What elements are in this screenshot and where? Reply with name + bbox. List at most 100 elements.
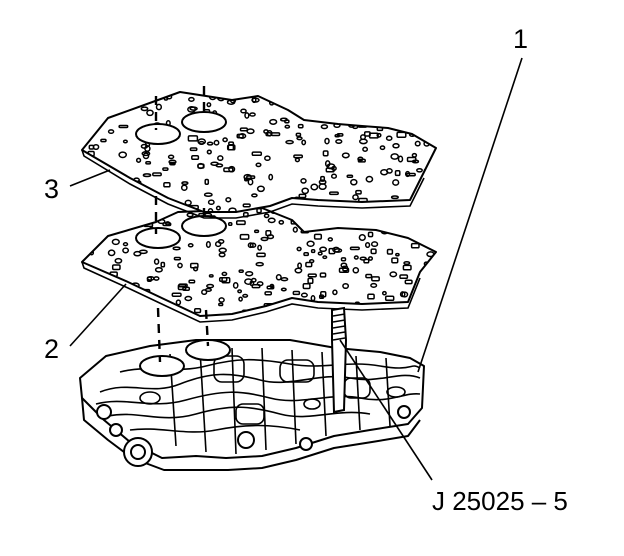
plate-hole <box>298 193 307 199</box>
plate-hole <box>210 161 219 167</box>
plate-hole <box>338 267 350 273</box>
plate-hole <box>207 199 215 206</box>
plate-hole <box>289 204 299 210</box>
lower-plate-bore-right <box>181 215 227 237</box>
plate-hole <box>324 137 330 145</box>
plate-hole <box>154 266 163 273</box>
plate-hole <box>221 277 231 284</box>
plate-hole <box>264 155 271 162</box>
lower-plate-edge <box>81 261 421 323</box>
plate-hole <box>141 151 151 157</box>
plate-hole <box>307 105 317 111</box>
plate-hole <box>370 248 377 255</box>
plate-hole <box>189 147 198 152</box>
plate-hole <box>87 243 95 248</box>
plate-hole <box>269 118 278 125</box>
plate-hole <box>169 161 176 166</box>
plate-hole <box>95 304 104 310</box>
plate-hole <box>322 255 328 260</box>
plate-hole <box>111 238 120 246</box>
plate-hole <box>260 236 269 242</box>
plate-hole <box>317 251 323 256</box>
plate-hole <box>417 290 423 294</box>
plate-hole <box>242 293 249 298</box>
plate-hole <box>145 161 152 165</box>
plate-hole <box>394 170 401 177</box>
plate-hole <box>162 167 169 171</box>
plate-hole <box>350 178 358 186</box>
plate-hole <box>406 156 417 163</box>
plate-hole <box>88 144 95 150</box>
plate-hole <box>336 95 346 103</box>
plate-hole <box>300 292 308 298</box>
plate-hole <box>242 203 251 208</box>
plate-hole <box>395 252 400 257</box>
plate-hole <box>413 102 419 109</box>
plate-hole <box>155 103 163 111</box>
plate-hole <box>270 132 281 137</box>
plate-hole <box>135 310 143 316</box>
plate-hole <box>296 99 302 106</box>
leader-line-2 <box>69 283 127 347</box>
plate-hole <box>421 196 428 203</box>
plate-hole <box>239 233 250 240</box>
plate-hole <box>341 152 350 159</box>
plate-hole <box>320 124 329 130</box>
plate-hole <box>302 282 311 290</box>
plate-hole <box>275 274 282 281</box>
plate-hole <box>292 226 298 233</box>
plate-hole <box>297 123 304 129</box>
plate-hole <box>204 287 212 293</box>
plate-hole <box>322 150 329 157</box>
plate-hole <box>256 281 264 287</box>
plate-hole <box>163 181 171 188</box>
plate-hole <box>125 208 131 212</box>
plate-hole <box>376 132 382 138</box>
plate-hole <box>414 225 420 232</box>
plate-hole <box>390 153 400 160</box>
plate-hole <box>422 124 430 130</box>
plate-hole <box>293 154 304 159</box>
plate-hole <box>263 213 270 219</box>
plate-hole <box>91 298 101 304</box>
plate-hole <box>344 219 351 225</box>
plate-hole <box>151 301 158 307</box>
plate-hole <box>228 165 236 173</box>
plate-hole <box>355 189 362 195</box>
plate-hole <box>107 129 115 135</box>
plate-hole <box>301 139 307 146</box>
plate-hole <box>417 120 426 125</box>
callout-2: 2 <box>44 334 60 364</box>
plate-hole <box>297 262 303 269</box>
plate-hole <box>301 187 310 195</box>
plate-hole <box>405 172 416 177</box>
plate-hole <box>384 295 395 302</box>
valve-body-bores <box>96 404 411 467</box>
plate-hole <box>411 118 422 123</box>
plate-hole <box>232 281 239 289</box>
plate-hole <box>417 231 426 238</box>
plate-hole <box>187 135 199 142</box>
leader-lines <box>69 57 523 481</box>
plate-hole <box>392 179 400 186</box>
plate-hole <box>238 269 244 273</box>
plate-hole <box>257 244 263 251</box>
plate-hole <box>126 294 136 300</box>
plate-hole <box>386 248 394 255</box>
plate-hole <box>92 282 98 288</box>
plate-hole <box>237 289 243 294</box>
plate-hole <box>365 175 374 183</box>
plate-hole <box>320 175 326 182</box>
plate-hole <box>320 291 327 298</box>
plate-hole <box>140 300 146 306</box>
plate-hole <box>364 241 371 249</box>
plate-hole <box>240 108 247 114</box>
plate-hole <box>352 267 360 274</box>
plate-hole <box>251 151 263 157</box>
plate-hole <box>385 135 393 142</box>
plate-hole <box>390 195 399 200</box>
plate-hole <box>255 261 264 267</box>
plate-hole <box>203 192 213 198</box>
plate-hole <box>380 168 389 176</box>
plate-hole <box>327 237 334 242</box>
